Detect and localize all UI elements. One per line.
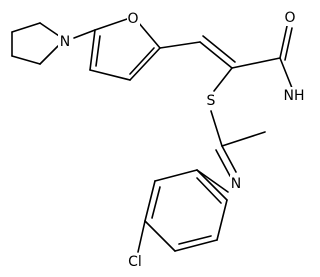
atom-label: Cl [128,254,142,270]
bond [11,22,41,33]
bond-ch-c5-double [202,35,236,63]
chlorophenyl-ring [144,169,228,252]
bond [279,57,293,89]
bond-imine [221,145,237,173]
bond-carbonyl [279,25,288,59]
bond [210,110,223,147]
bond [137,21,161,49]
bond [89,29,96,71]
bond [216,199,228,241]
bond [95,35,101,67]
atom-o-carbonyl: O [283,10,297,26]
atom-label: NH [284,88,305,104]
bond [178,235,212,245]
atom-s: S [205,92,217,109]
atom-nh: NH [283,87,307,104]
bond-c-cl [137,220,146,253]
bond [221,131,266,147]
bond [151,186,161,219]
bond [39,45,59,65]
bond [144,180,156,222]
thiazolidinone-ring [210,57,293,147]
bond [94,17,131,31]
atom-label: O [284,10,295,26]
bond-ch-c5 [199,41,233,69]
bond [11,55,41,65]
furan-ring [89,17,161,81]
atom-n-pyrrolidine: N [58,34,71,50]
bond [129,47,161,81]
bond-n-furan [73,29,96,39]
bond [154,169,198,182]
atom-label: N [60,34,70,50]
bond [174,239,218,252]
bond [196,177,222,204]
bond [129,47,155,75]
bond [231,57,281,69]
bond [196,169,228,201]
pyrrolidine-ring [11,22,66,65]
atom-n-imine: N [230,175,243,192]
bond [144,220,176,252]
atom-label: O [127,11,138,27]
bond [213,67,233,92]
bond [89,69,131,81]
atom-cl: Cl [125,253,145,270]
atom-label: N [231,176,241,192]
bond-furan-ch [159,41,201,49]
bond-carbonyl-double [284,27,293,61]
bond-imine-double [215,149,231,177]
atom-label: S [207,93,216,109]
atom-o-furan: O [127,11,140,27]
bond-n-aryl [196,169,229,193]
